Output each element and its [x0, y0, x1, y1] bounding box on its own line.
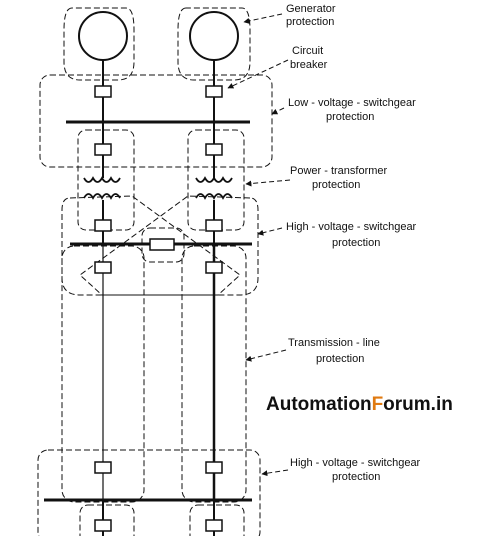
breaker-gen-left: [94, 85, 112, 98]
transformer-left: [83, 176, 121, 200]
generator-zone-left: [63, 7, 135, 81]
lv-switchgear-arrow: [271, 107, 285, 115]
hv-switchgear-zone-bottom: [37, 449, 261, 536]
generator-arrow: [243, 13, 283, 24]
generators: [78, 11, 239, 61]
breaker-hv-left: [94, 219, 112, 232]
protection-zones: [37, 7, 273, 536]
hv-switchgear-top-arrow: [257, 227, 283, 236]
breaker-label-1: Circuit: [292, 45, 323, 57]
transformers: [83, 176, 233, 200]
lv-switchgear-label-2: protection: [326, 111, 374, 123]
breaker-gen-right: [205, 85, 223, 98]
lv-switchgear-label-1: Low - voltage - switchgear: [288, 97, 416, 109]
power-transformer-arrow: [245, 179, 291, 187]
breaker-feeder-left: [94, 519, 112, 532]
breaker-line-right-top: [205, 261, 223, 274]
lv-switchgear-zone: [39, 74, 273, 168]
hv-switchgear-top-label-1: High - voltage - switchgear: [286, 221, 417, 233]
watermark-f-letter: F: [372, 394, 384, 415]
watermark-a-rest: utomation: [280, 394, 372, 415]
transmission-arrow: [245, 349, 287, 362]
breaker-line-right-bottom: [205, 461, 223, 474]
hv-switchgear-bottom-arrow: [261, 469, 289, 477]
watermark-f-rest: orum.in: [383, 394, 453, 415]
transmission-label-2: protection: [316, 353, 364, 365]
transformer-zone-right: [187, 129, 245, 231]
site-watermark: AutomationForum.in: [266, 394, 453, 415]
hv-switchgear-zone-right: [79, 195, 259, 296]
generator-label-1: Generator: [286, 3, 336, 15]
breaker-tx-left: [94, 143, 112, 156]
breaker-line-left-bottom: [94, 461, 112, 474]
labels: Generator protection Circuit breaker Low…: [286, 3, 421, 483]
hv-switchgear-bottom-label-1: High - voltage - switchgear: [290, 457, 421, 469]
feeder-zone-left: [79, 504, 135, 536]
feeder-zone-right: [189, 504, 245, 536]
breaker-label-2: breaker: [290, 59, 328, 71]
watermark-a-letter: A: [266, 394, 280, 415]
breaker-arrow: [227, 59, 289, 89]
breaker-tx-right: [205, 143, 223, 156]
hv-switchgear-top-label-2: protection: [332, 237, 380, 249]
hv-switchgear-bottom-label-2: protection: [332, 471, 380, 483]
circuit-breakers: [94, 85, 223, 532]
breaker-bus-tie: [149, 238, 175, 251]
generator-left: [78, 11, 128, 61]
generator-right: [189, 11, 239, 61]
breaker-line-left-top: [94, 261, 112, 274]
transformer-right: [195, 176, 233, 200]
generator-label-2: protection: [286, 16, 334, 28]
power-transformer-label-2: protection: [312, 179, 360, 191]
breaker-feeder-right: [205, 519, 223, 532]
leader-arrows: [227, 13, 291, 477]
power-transformer-label-1: Power - transformer: [290, 165, 388, 177]
transmission-label-1: Transmission - line: [288, 337, 380, 349]
transformer-zone-left: [77, 129, 135, 231]
breaker-hv-right: [205, 219, 223, 232]
